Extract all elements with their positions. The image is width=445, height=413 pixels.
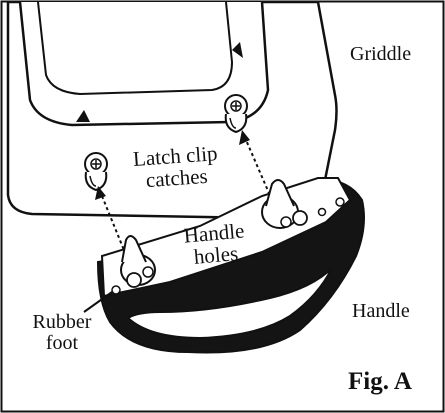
guide-arrow-right xyxy=(239,130,273,201)
rubber-foot-leader xyxy=(83,291,113,313)
guide-arrow-left xyxy=(95,186,129,261)
foot-label-line1: Rubber xyxy=(32,311,92,333)
foot-label-line2: foot xyxy=(45,332,79,354)
handle-label: Handle xyxy=(352,300,410,322)
rubber-foot-label: Rubber foot xyxy=(24,312,100,354)
latch-clip-catch-left xyxy=(84,152,108,192)
figure-caption: Fig. A xyxy=(348,368,412,395)
latch-clip-catches-label: Latch clip catches xyxy=(119,141,234,193)
griddle-label: Griddle xyxy=(350,43,412,65)
handle-assembly xyxy=(96,177,365,354)
latch-clip-catch-right xyxy=(224,94,248,134)
handle-holes-label: Handle holes xyxy=(168,218,262,270)
